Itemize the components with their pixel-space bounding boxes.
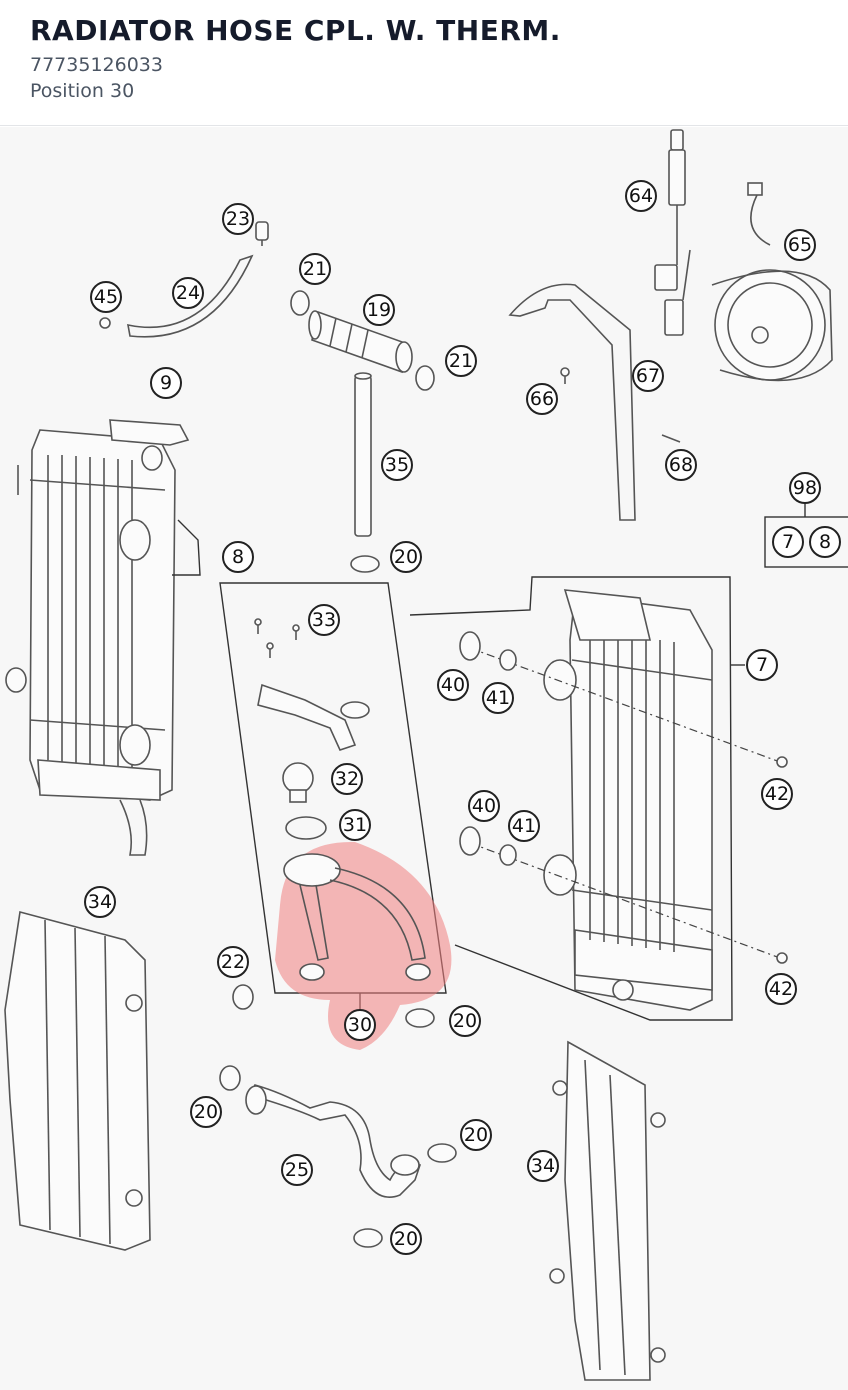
svg-text:9: 9 bbox=[160, 372, 172, 394]
svg-text:45: 45 bbox=[94, 286, 118, 308]
callout-33[interactable]: 33 bbox=[308, 604, 340, 636]
callout-20a[interactable]: 20 bbox=[390, 541, 422, 573]
svg-text:25: 25 bbox=[285, 1159, 309, 1181]
callout-25[interactable]: 25 bbox=[281, 1154, 313, 1186]
svg-text:20: 20 bbox=[194, 1101, 218, 1123]
right-radiator bbox=[409, 576, 788, 1021]
callout-7[interactable]: 7 bbox=[746, 649, 778, 681]
svg-text:41: 41 bbox=[512, 815, 536, 837]
callout-68[interactable]: 68 bbox=[665, 449, 697, 481]
svg-text:23: 23 bbox=[226, 208, 250, 230]
callout-42a[interactable]: 42 bbox=[761, 778, 793, 810]
exploded-diagram: 23 45 24 21 19 21 9 35 8 20 33 64 65 67 … bbox=[0, 127, 848, 1390]
svg-text:40: 40 bbox=[472, 795, 496, 817]
part-number: 77735126033 bbox=[30, 54, 163, 76]
callout-65[interactable]: 65 bbox=[784, 229, 816, 261]
svg-text:22: 22 bbox=[221, 951, 245, 973]
svg-text:8: 8 bbox=[232, 546, 244, 568]
svg-text:20: 20 bbox=[453, 1010, 477, 1032]
svg-text:66: 66 bbox=[530, 388, 554, 410]
lower-hose bbox=[245, 1084, 422, 1198]
callout-35[interactable]: 35 bbox=[381, 449, 413, 481]
svg-text:40: 40 bbox=[441, 674, 465, 696]
callout-41b[interactable]: 41 bbox=[508, 810, 540, 842]
left-radiator bbox=[5, 419, 201, 856]
thermostat-parts bbox=[254, 618, 431, 981]
left-shroud bbox=[4, 910, 151, 1251]
callout-40a[interactable]: 40 bbox=[437, 669, 469, 701]
svg-text:20: 20 bbox=[394, 1228, 418, 1250]
diagram-svg: 23 45 24 21 19 21 9 35 8 20 33 64 65 67 … bbox=[4, 129, 848, 1381]
callout-20e[interactable]: 20 bbox=[390, 1223, 422, 1255]
callout-41a[interactable]: 41 bbox=[482, 682, 514, 714]
svg-text:32: 32 bbox=[335, 768, 359, 790]
svg-text:31: 31 bbox=[343, 814, 367, 836]
highlighted-part-area bbox=[275, 841, 452, 1050]
right-shroud bbox=[549, 1040, 666, 1381]
callout-64[interactable]: 64 bbox=[625, 180, 657, 212]
callout-34b[interactable]: 34 bbox=[527, 1150, 559, 1182]
callout-20c[interactable]: 20 bbox=[190, 1096, 222, 1128]
callout-40b[interactable]: 40 bbox=[468, 790, 500, 822]
callout-22[interactable]: 22 bbox=[217, 946, 249, 978]
callout-20d[interactable]: 20 bbox=[460, 1119, 492, 1151]
svg-text:8: 8 bbox=[819, 531, 831, 553]
svg-text:68: 68 bbox=[669, 454, 693, 476]
svg-text:21: 21 bbox=[303, 258, 327, 280]
callout-24[interactable]: 24 bbox=[172, 277, 204, 309]
svg-text:67: 67 bbox=[636, 365, 660, 387]
callout-21[interactable]: 21 bbox=[299, 253, 331, 285]
svg-text:19: 19 bbox=[367, 299, 391, 321]
svg-text:7: 7 bbox=[756, 654, 768, 676]
svg-text:64: 64 bbox=[629, 185, 653, 207]
callout-21b[interactable]: 21 bbox=[445, 345, 477, 377]
callout-34a[interactable]: 34 bbox=[84, 886, 116, 918]
callout-67[interactable]: 67 bbox=[632, 360, 664, 392]
kit-box bbox=[764, 516, 848, 568]
callout-32[interactable]: 32 bbox=[331, 763, 363, 795]
svg-text:35: 35 bbox=[385, 454, 409, 476]
hose-clamps bbox=[219, 984, 457, 1248]
svg-text:98: 98 bbox=[793, 477, 817, 499]
callout-8[interactable]: 8 bbox=[222, 541, 254, 573]
part-header: RADIATOR HOSE CPL. W. THERM. 77735126033… bbox=[0, 0, 848, 126]
callout-19[interactable]: 19 bbox=[363, 294, 395, 326]
svg-text:20: 20 bbox=[394, 546, 418, 568]
callout-66[interactable]: 66 bbox=[526, 383, 558, 415]
svg-text:20: 20 bbox=[464, 1124, 488, 1146]
callout-8-kit[interactable]: 8 bbox=[809, 526, 841, 558]
svg-text:42: 42 bbox=[765, 783, 789, 805]
svg-text:34: 34 bbox=[531, 1155, 555, 1177]
callout-42b[interactable]: 42 bbox=[765, 973, 797, 1005]
top-hose-pipe bbox=[290, 290, 435, 573]
callout-20b[interactable]: 20 bbox=[449, 1005, 481, 1037]
svg-text:7: 7 bbox=[782, 531, 794, 553]
part-title: RADIATOR HOSE CPL. W. THERM. bbox=[30, 14, 561, 47]
callout-31[interactable]: 31 bbox=[339, 809, 371, 841]
svg-text:24: 24 bbox=[176, 282, 200, 304]
svg-text:21: 21 bbox=[449, 350, 473, 372]
fan-assembly bbox=[508, 129, 833, 521]
svg-text:33: 33 bbox=[312, 609, 336, 631]
svg-text:30: 30 bbox=[348, 1014, 372, 1036]
callout-30[interactable]: 30 bbox=[344, 1009, 376, 1041]
svg-text:41: 41 bbox=[486, 687, 510, 709]
svg-text:42: 42 bbox=[769, 978, 793, 1000]
upper-left-parts bbox=[99, 221, 269, 338]
callout-7-kit[interactable]: 7 bbox=[772, 526, 804, 558]
callout-98[interactable]: 98 bbox=[789, 472, 821, 504]
svg-text:65: 65 bbox=[788, 234, 812, 256]
callout-23[interactable]: 23 bbox=[222, 203, 254, 235]
svg-text:34: 34 bbox=[88, 891, 112, 913]
callout-9[interactable]: 9 bbox=[150, 367, 182, 399]
callout-45[interactable]: 45 bbox=[90, 281, 122, 313]
position-label: Position 30 bbox=[30, 80, 135, 102]
